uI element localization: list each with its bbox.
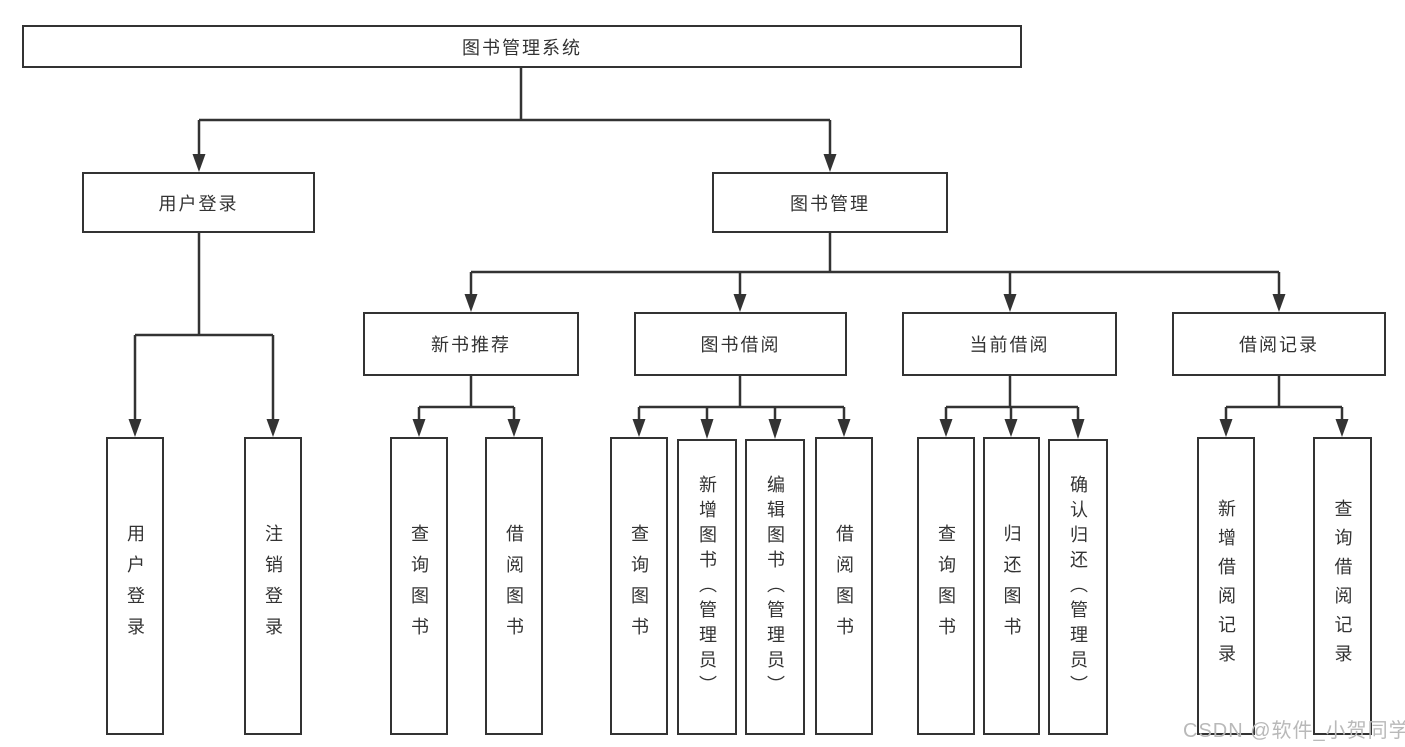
leaf-confirm-return-admin: 确认归还（管理员） (1048, 439, 1108, 735)
leaf-edit-books-admin: 编辑图书（管理员） (745, 439, 805, 735)
connector-borrowing-to-leaves (632, 376, 851, 439)
node-label: 当前借阅 (969, 335, 1050, 355)
leaf-user-login: 用户登录 (106, 437, 164, 735)
leaf-label: 借阅图书 (504, 524, 524, 648)
connector-records-to-leaves (1219, 376, 1349, 437)
leaf-query-books-newbook: 查询图书 (390, 437, 448, 735)
leaf-label: 查询图书 (936, 524, 956, 648)
leaf-label: 新增图书（管理员） (697, 474, 717, 700)
leaf-add-borrow-record: 新增借阅记录 (1197, 437, 1255, 735)
leaf-logout: 注销登录 (244, 437, 302, 735)
leaf-label: 归还图书 (1001, 524, 1022, 648)
node-borrowing-records: 借阅记录 (1172, 312, 1386, 376)
node-label: 图书借阅 (700, 335, 781, 355)
connector-root-to-level2 (192, 68, 837, 172)
connector-bookmgmt-to-level3 (464, 233, 1286, 312)
node-label: 图书管理 (790, 193, 870, 214)
node-label: 借阅记录 (1239, 335, 1319, 355)
leaf-query-books-borrowing: 查询图书 (610, 437, 668, 735)
node-new-book-recommend: 新书推荐 (363, 312, 579, 376)
leaf-return-books: 归还图书 (983, 437, 1040, 735)
node-library-system-root: 图书管理系统 (22, 25, 1022, 68)
leaf-label: 用户登录 (125, 524, 145, 648)
node-book-management: 图书管理 (712, 172, 948, 233)
node-current-borrowing: 当前借阅 (902, 312, 1117, 376)
leaf-label: 查询图书 (409, 524, 429, 648)
node-label: 图书管理系统 (462, 37, 582, 58)
node-user-login: 用户登录 (82, 172, 315, 233)
connector-newbook-to-leaves (412, 376, 521, 437)
node-label: 新书推荐 (431, 335, 511, 355)
leaf-borrow-books-newbook: 借阅图书 (485, 437, 543, 735)
leaf-label: 查询借阅记录 (1332, 499, 1353, 673)
node-label: 用户登录 (158, 193, 239, 214)
leaf-query-borrow-record: 查询借阅记录 (1313, 437, 1372, 735)
leaf-label: 借阅图书 (834, 524, 854, 648)
leaf-label: 新增借阅记录 (1216, 499, 1236, 673)
leaf-query-books-current: 查询图书 (917, 437, 975, 735)
leaf-add-books-admin: 新增图书（管理员） (677, 439, 737, 735)
leaf-borrow-books-borrowing: 借阅图书 (815, 437, 873, 735)
csdn-watermark: CSDN @软件_小贺同学 (1183, 720, 1405, 742)
leaf-label: 编辑图书（管理员） (765, 474, 785, 700)
node-book-borrowing: 图书借阅 (634, 312, 847, 376)
connector-userlogin-to-leaves (128, 233, 280, 437)
leaf-label: 查询图书 (629, 524, 649, 648)
leaf-label: 确认归还（管理员） (1068, 474, 1088, 700)
connector-current-to-leaves (939, 376, 1085, 439)
leaf-label: 注销登录 (263, 524, 283, 648)
